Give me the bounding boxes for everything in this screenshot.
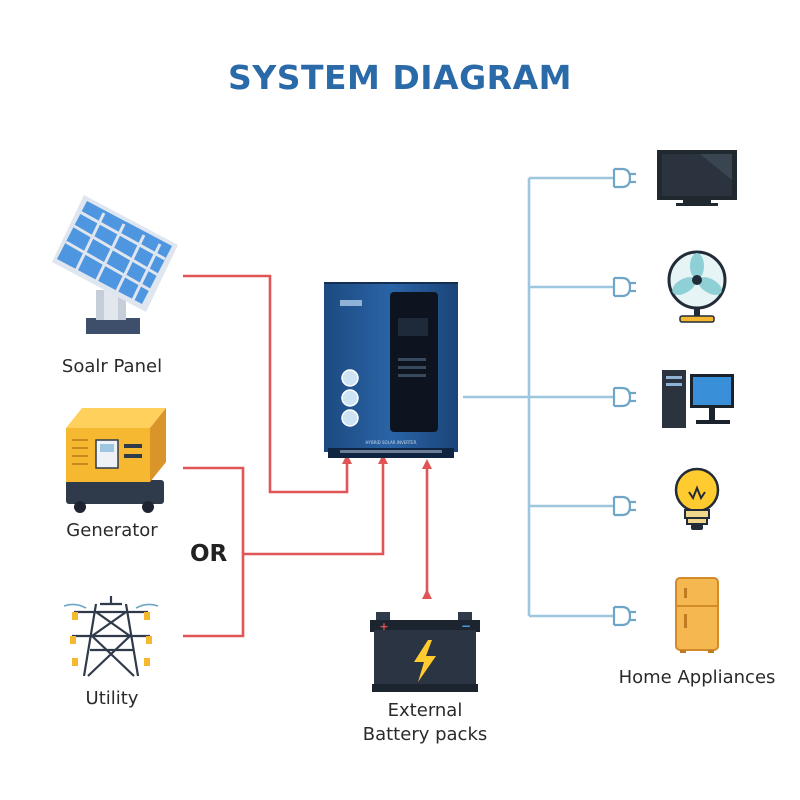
battery-icon: + − xyxy=(370,612,480,692)
solar-panel-icon xyxy=(52,195,178,334)
desktop-computer-icon xyxy=(662,370,734,428)
or-label: OR xyxy=(190,541,228,567)
solar-line xyxy=(183,274,352,494)
plug-icon xyxy=(612,386,636,408)
inverter: HYBRID SOLAR INVERTER xyxy=(324,282,458,458)
lightning-icon xyxy=(414,640,436,682)
fan-icon xyxy=(667,250,727,323)
solar-panel-label: Soalr Panel xyxy=(61,356,163,377)
battery-plus-icon: + xyxy=(379,620,388,633)
plug-icon xyxy=(612,495,636,517)
light-bulb-icon xyxy=(674,467,720,530)
output-connection-lines xyxy=(463,176,614,618)
battery-label-line1: External xyxy=(387,700,463,721)
utility-tower-icon xyxy=(63,596,159,677)
or-joint-line xyxy=(243,454,388,556)
plug-icon xyxy=(612,276,636,298)
television-icon xyxy=(657,150,737,206)
plug-icons xyxy=(612,167,636,627)
refrigerator-icon xyxy=(675,577,719,653)
plug-icon xyxy=(612,605,636,627)
utility-label: Utility xyxy=(85,688,139,709)
plug-icon xyxy=(612,167,636,189)
diagram-title: SYSTEM DIAGRAM xyxy=(228,58,572,97)
generator-line xyxy=(183,466,245,638)
battery-label-line2: Battery packs xyxy=(362,724,488,745)
generator-label: Generator xyxy=(66,520,158,541)
inverter-label: HYBRID SOLAR INVERTER xyxy=(366,440,417,445)
battery-minus-icon: − xyxy=(461,619,471,633)
input-connection-lines xyxy=(183,274,432,638)
home-appliances-label: Home Appliances xyxy=(618,667,776,688)
generator-icon xyxy=(66,408,166,513)
